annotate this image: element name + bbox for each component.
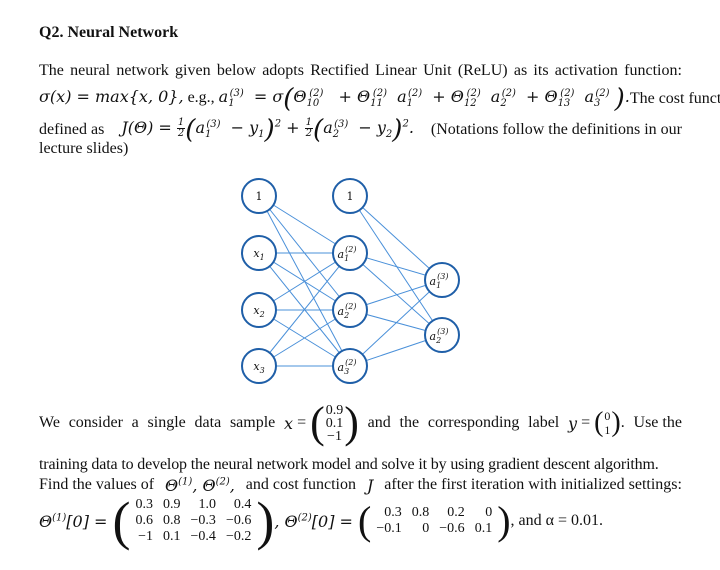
- y-vector: y = ( 0 1 ).: [568, 407, 625, 438]
- hidden-node-a2: [332, 292, 368, 328]
- training-line: training data to develop the neural netw…: [39, 456, 659, 473]
- relu-line: σ(x) = max{x, 0}, e.g., a1(3) = σ(Θ10(2)…: [39, 84, 720, 114]
- input-x1-label: x1: [253, 247, 264, 262]
- hidden-bias-label: 1: [347, 190, 354, 203]
- relu-definition: σ(x) = max{x, 0},: [39, 87, 184, 106]
- use-the: Use the: [633, 414, 682, 431]
- input-node-x3: [241, 348, 277, 384]
- input-node-x1: [241, 235, 277, 271]
- eg-label: e.g.,: [187, 89, 215, 106]
- sample-line: We consider a single data sample x = ( 0…: [39, 398, 682, 447]
- hidden-node-a1: [332, 235, 368, 271]
- input-bias-node: [241, 178, 277, 214]
- hidden-bias-node: [332, 178, 368, 214]
- neural-network-diagram: 1 x1 x2 x3 1 a1(2) a2(2) a3(2) a1(3) a2(…: [241, 178, 460, 384]
- hidden-node-a3: [332, 348, 368, 384]
- lecture-slides: lecture slides): [39, 140, 129, 157]
- alpha-setting: and α = 0.01.: [518, 512, 604, 529]
- input-x2-label: x2: [253, 304, 264, 319]
- input-bias-label: 1: [256, 190, 263, 203]
- find-line: Find the values of Θ(1), Θ(2), and cost …: [39, 476, 682, 495]
- cost-intro: The cost function is: [629, 90, 720, 107]
- input-node-x2: [241, 292, 277, 328]
- output-node-a2: [424, 317, 460, 353]
- defined-as: defined as: [39, 121, 105, 138]
- layer1-to-layer2-connections: [258, 195, 351, 367]
- activation-example: a1(3) = σ(Θ10(2) + Θ11(2)a1(2) + Θ12(2)a…: [218, 84, 630, 114]
- x-vector: x = ( 0.9 0.1 −1 ): [284, 398, 359, 447]
- question-title: Q2. Neural Network: [39, 24, 179, 41]
- intro-line: The neural network given below adopts Re…: [39, 62, 682, 79]
- output-node-a1: [424, 262, 460, 298]
- input-x3-label: x3: [253, 360, 264, 375]
- notation-note: (Notations follow the definitions in our: [430, 121, 682, 138]
